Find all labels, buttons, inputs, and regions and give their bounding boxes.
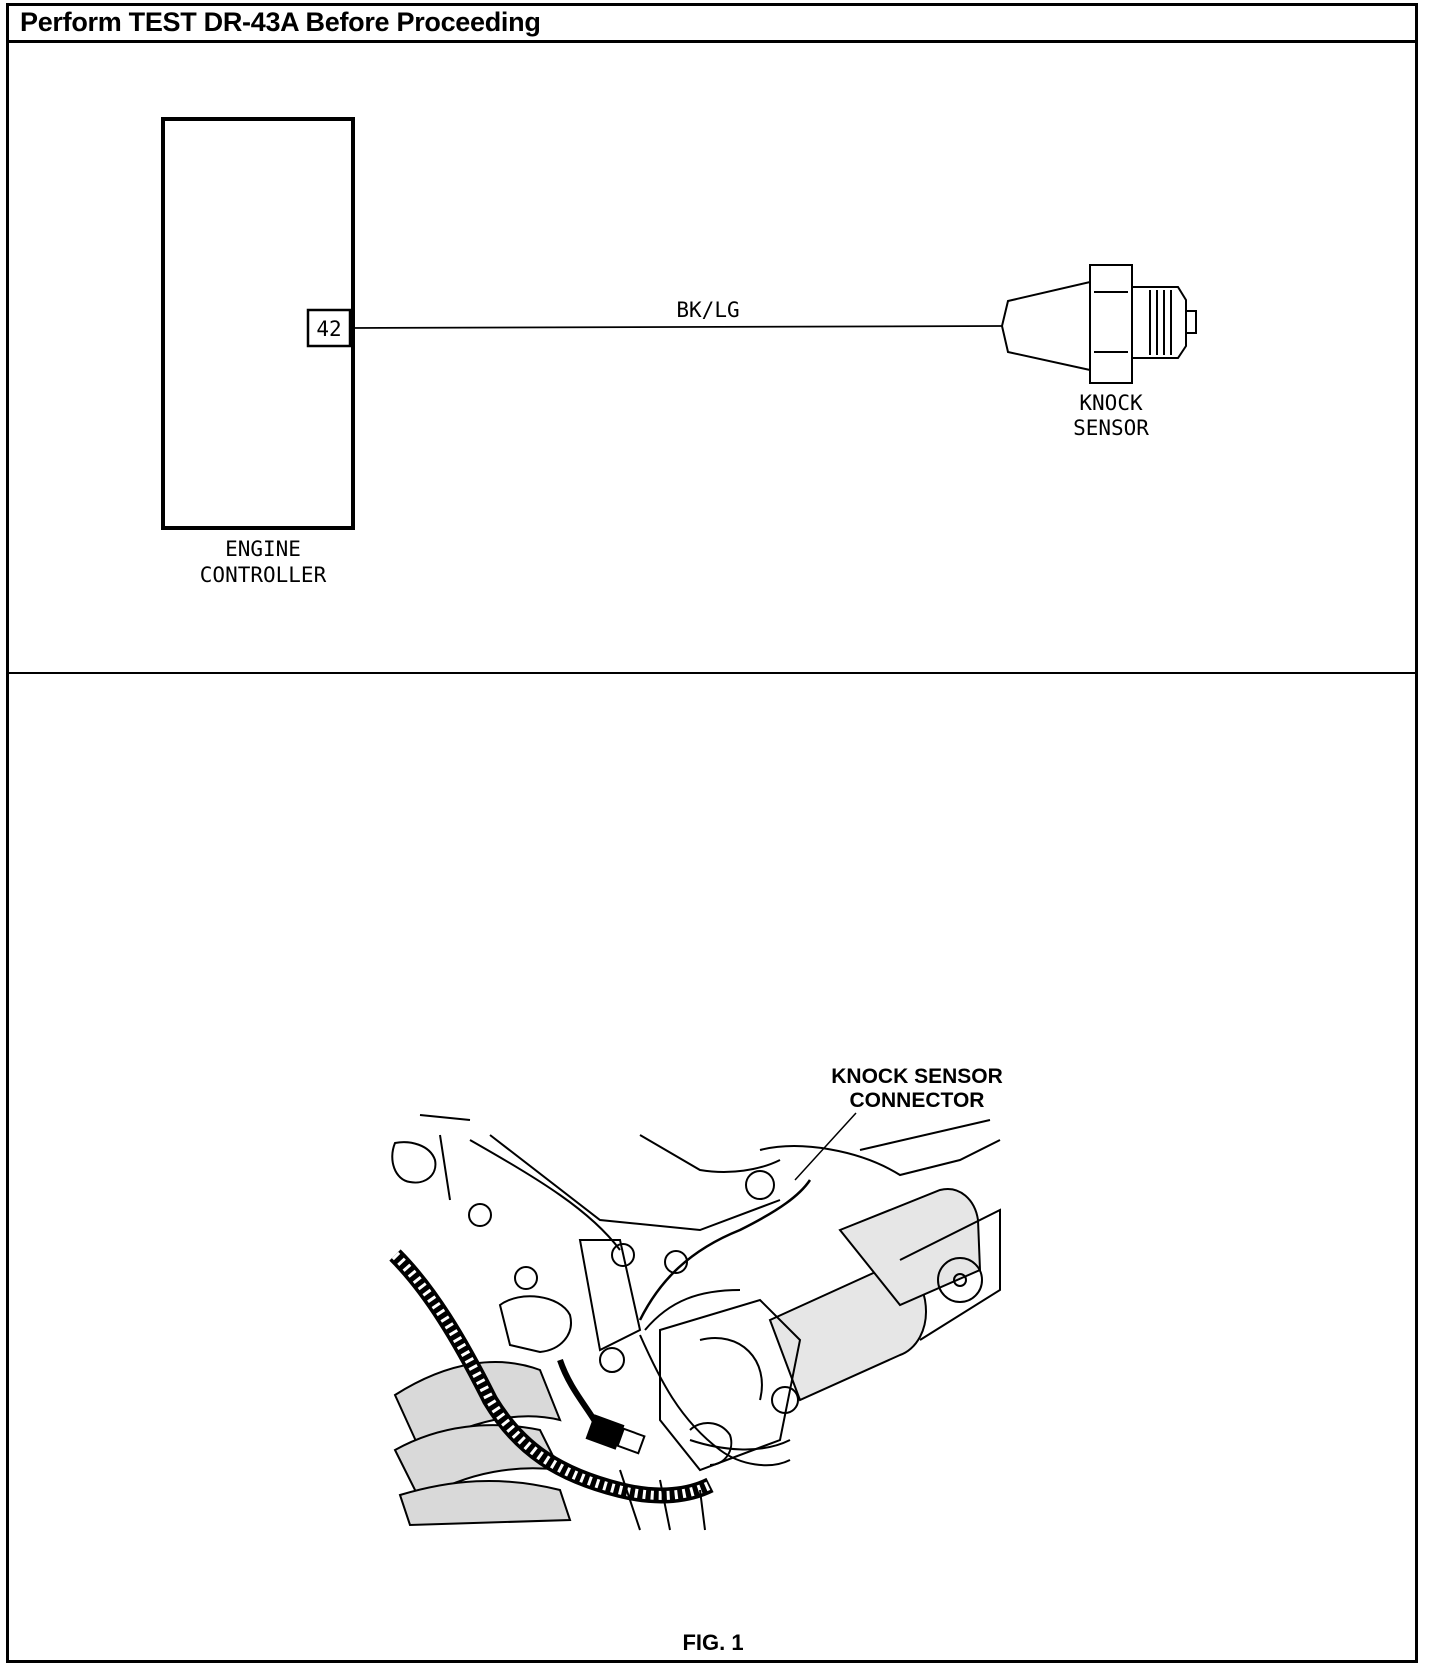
section-divider	[6, 672, 1418, 674]
figure-label: FIG. 1	[682, 1630, 743, 1655]
signal-wire	[350, 325, 1003, 329]
sensor-label-line2: SENSOR	[1073, 416, 1149, 440]
callout-leader	[794, 1112, 857, 1181]
sensor-label-line1: KNOCK	[1079, 391, 1143, 415]
controller-label-line1: ENGINE	[225, 537, 301, 561]
callout-label-line2: CONNECTOR	[850, 1089, 985, 1112]
controller-pin-box	[306, 308, 352, 348]
knock-sensor-symbol	[1000, 264, 1197, 384]
wire-color-label: BK/LG	[676, 298, 739, 322]
callout-label-line1: KNOCK SENSOR	[831, 1065, 1003, 1088]
page-title: Perform TEST DR-43A Before Proceeding	[20, 7, 541, 37]
engine-illustration	[389, 1114, 1001, 1531]
engine-controller-block: 42	[161, 117, 355, 530]
controller-label-line2: CONTROLLER	[200, 563, 327, 587]
page-frame	[6, 3, 1418, 1663]
controller-pin-number: 42	[316, 317, 341, 341]
header-bar: Perform TEST DR-43A Before Proceeding	[6, 3, 1418, 43]
